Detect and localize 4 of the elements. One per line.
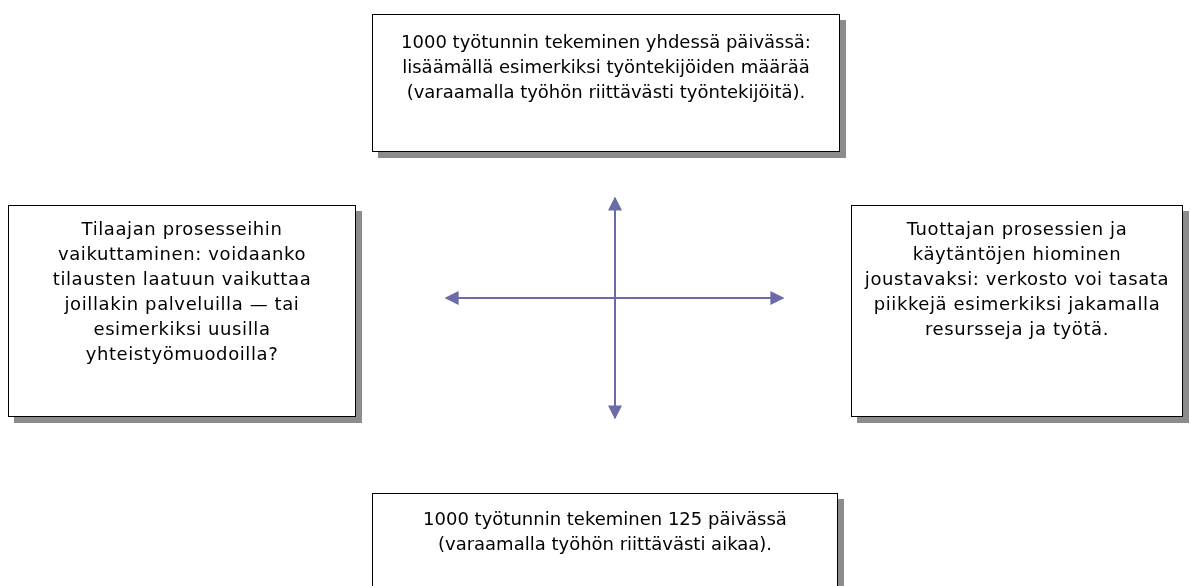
box-text: Tilaajan prosesseihin vaikuttaminen: voidaanko tilausten laatuun vaikuttaa joillakin palveluilla — tai esimerkiksi uusilla yhteistyömuodoilla? bbox=[51, 217, 313, 366]
box-text: 1000 työtunnin tekeminen 125 päivässä (varaamalla työhön riittävästi aikaa). bbox=[423, 507, 787, 556]
box-text: Tuottajan prosessien ja käytäntöjen hiominen joustavaksi: verkosto voi tasata piikkejä esimerkiksi jakamalla resursseja ja työtä. bbox=[864, 217, 1170, 341]
box-text: 1000 työtunnin tekeminen yhdessä päivässä: lisäämällä esimerkiksi työntekijöiden määrää (varaamalla työhön riittävästi työntekijöitä). bbox=[400, 30, 812, 104]
